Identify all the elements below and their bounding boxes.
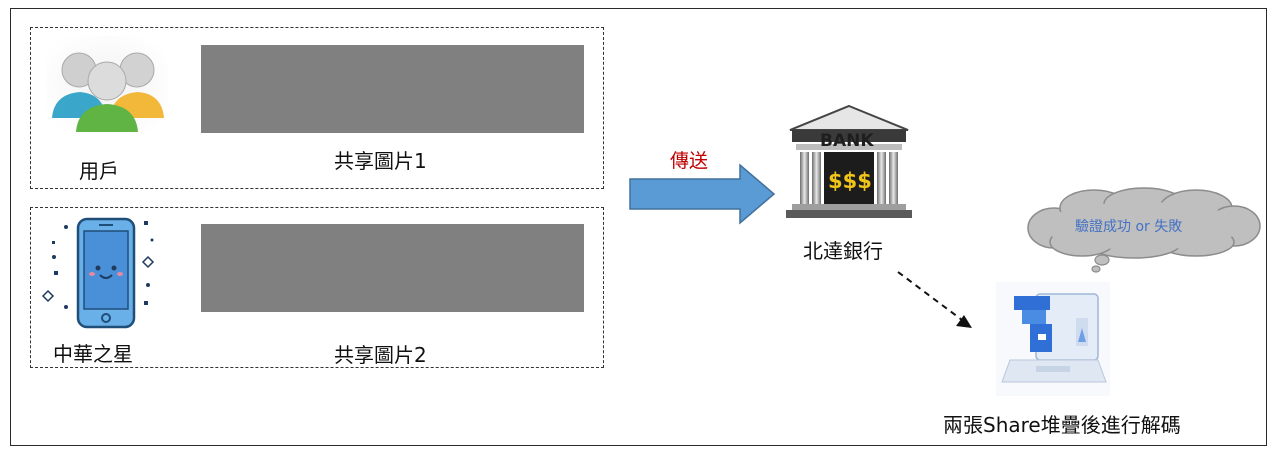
bank-sign: BANK bbox=[820, 131, 874, 151]
send-arrow bbox=[629, 163, 776, 225]
share-1-label: 共享圖片1 bbox=[334, 149, 427, 173]
bank-money: $$$ bbox=[828, 169, 872, 193]
thought-cloud bbox=[1027, 187, 1261, 273]
phone-label: 中華之星 bbox=[53, 342, 133, 366]
share-image-2 bbox=[201, 224, 584, 312]
user-group-box bbox=[30, 27, 604, 189]
smartphone-icon bbox=[41, 217, 155, 329]
decode-dashed-arrow bbox=[897, 271, 972, 328]
decode-label: 兩張Share堆疊後進行解碼 bbox=[943, 413, 1181, 437]
share-2-label: 共享圖片2 bbox=[334, 343, 427, 367]
phone-group-box bbox=[30, 207, 604, 368]
bank-name: 北達銀行 bbox=[803, 239, 883, 263]
bank-icon bbox=[786, 104, 912, 218]
verify-result-text: 驗證成功 or 失敗 bbox=[1075, 219, 1183, 235]
users-icon bbox=[46, 36, 168, 134]
user-label: 用戶 bbox=[79, 159, 119, 183]
laptop-decode-icon bbox=[996, 282, 1110, 396]
send-label: 傳送 bbox=[670, 150, 709, 172]
diagram-frame bbox=[10, 8, 1267, 446]
share-image-1 bbox=[201, 45, 584, 133]
